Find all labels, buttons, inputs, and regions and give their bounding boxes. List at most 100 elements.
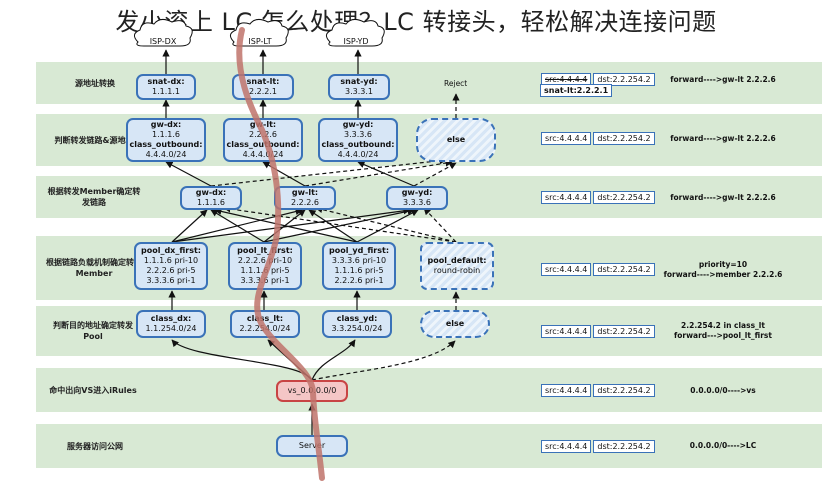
snat-lt-name: snat-lt: <box>246 77 280 86</box>
class-dx-node: class_dx:1.1.254.0/24 <box>136 310 206 338</box>
else-label: else <box>445 319 465 328</box>
dst-text: dst:2.2.254.2 <box>593 73 655 86</box>
band-label-member-select: 根据转发Member确定转发链路 <box>47 187 141 207</box>
pool-dx-name: pool_dx_first: <box>140 246 201 255</box>
band-label-server: 服务器访问公网 <box>67 441 123 451</box>
member-gw-dx-name: gw-dx: <box>195 188 227 197</box>
src-text: src:4.4.4.4 <box>541 440 592 453</box>
rule-member-select: forward---->gw-lt 2.2.2.6 <box>670 193 776 202</box>
vs-label: vs_0.0.0.0/0 <box>287 386 337 395</box>
gw-dx-ip: 1.1.1.6 <box>152 130 180 139</box>
band-server <box>36 424 822 468</box>
pool-yd-l3: 2.2.2.6 pri-1 <box>334 276 384 285</box>
src-text: src:4.4.4.4 <box>541 384 592 397</box>
band-label-vs-irules: 命中出向VS进入iRules <box>49 385 137 395</box>
member-gw-lt-ip: 2.2.2.6 <box>291 198 319 207</box>
gw-yd-name: gw-yd: <box>342 120 374 129</box>
reject-label: Reject <box>444 79 468 88</box>
snat-yd-name: snat-yd: <box>340 77 378 86</box>
rule-server: 0.0.0.0/0---->LC <box>689 441 757 450</box>
rule-gw-select: forward---->gw-lt 2.2.2.6 <box>670 134 776 143</box>
member-gw-yd-name: gw-yd: <box>401 188 433 197</box>
src-text: src:4.4.4.4 <box>541 263 592 276</box>
member-gw-dx-ip: 1.1.1.6 <box>197 198 225 207</box>
snat-lt-overlay-text: snat-lt:2.2.2.1 <box>540 84 613 97</box>
member-gw-lt-node: gw-lt:2.2.2.6 <box>274 186 336 210</box>
pool-dx-l1: 1.1.1.6 pri-10 <box>143 256 199 265</box>
snat-yd-ip: 3.3.3.1 <box>345 87 373 96</box>
else-node-class: else <box>420 310 490 338</box>
class-outbound-name: class_outbound: <box>226 140 300 149</box>
page-title: 发小滚上 LC 怎么处理？LC 转接头，轻松解决连接问题 <box>115 8 717 36</box>
class-dx-name: class_dx: <box>150 314 192 323</box>
class-outbound-ip: 4.4.4.0/24 <box>337 150 379 159</box>
rule-snat: forward---->gw-lt 2.2.2.6 <box>670 75 776 84</box>
pool-dx-l2: 2.2.2.6 pri-5 <box>146 266 196 275</box>
class-lt-ip: 2.2.254.0/24 <box>239 324 291 333</box>
vs-node: vs_0.0.0.0/0 <box>276 380 348 402</box>
class-yd-node: class_yd:3.3.254.0/24 <box>322 310 392 338</box>
pool-dx-l3: 3.3.3.6 pri-1 <box>146 276 196 285</box>
pool-default-name: pool_default: <box>427 256 487 265</box>
dst-text: dst:2.2.254.2 <box>593 191 655 204</box>
class-outbound-name: class_outbound: <box>129 140 203 149</box>
dst-text: dst:2.2.254.2 <box>593 384 655 397</box>
pool-yd-name: pool_yd_first: <box>328 246 390 255</box>
isp-lt-label: ISP-LT <box>248 37 271 46</box>
snat-lt-node: snat-lt:2.2.2.1 <box>232 74 294 100</box>
gw-yd-ip: 3.3.3.6 <box>344 130 372 139</box>
pool-yd-l1: 3.3.3.6 pri-10 <box>331 256 387 265</box>
dst-text: dst:2.2.254.2 <box>593 325 655 338</box>
gw-dx-name: gw-dx: <box>150 120 182 129</box>
class-yd-ip: 3.3.254.0/24 <box>331 324 383 333</box>
dst-text: dst:2.2.254.2 <box>593 263 655 276</box>
band-label-gw-select: 判断转发链路&源地址 <box>54 135 134 145</box>
snat-dx-ip: 1.1.1.1 <box>152 87 180 96</box>
band-vs-irules <box>36 368 822 412</box>
class-outbound-ip: 4.4.4.0/24 <box>242 150 284 159</box>
pool-default-node: pool_default:round-robin <box>420 242 494 290</box>
class-lt-node: class_lt:2.2.254.0/24 <box>230 310 300 338</box>
dst-text: dst:2.2.254.2 <box>593 440 655 453</box>
class-outbound-ip: 4.4.4.0/24 <box>145 150 187 159</box>
member-gw-yd-node: gw-yd:3.3.3.6 <box>386 186 448 210</box>
class-lt-name: class_lt: <box>246 314 284 323</box>
pool-default-method: round-robin <box>433 266 481 275</box>
pool-yd-l2: 1.1.1.6 pri-5 <box>334 266 384 275</box>
src-text: src:4.4.4.4 <box>541 325 592 338</box>
gw-lt-name: gw-lt: <box>249 120 277 129</box>
member-gw-yd-ip: 3.3.3.6 <box>403 198 431 207</box>
else-label: else <box>446 135 466 144</box>
src-text: src:4.4.4.4 <box>541 191 592 204</box>
band-label-pool-balance: 根据链路负载机制确定转发Member <box>46 258 142 278</box>
band-label-snat: 源地址转换 <box>75 78 115 88</box>
server-label: Server <box>298 441 326 450</box>
rule-class-select: 2.2.254.2 in class_lt forward--->pool_lt… <box>673 321 772 340</box>
server-node: Server <box>276 435 348 457</box>
pool-lt-l1: 2.2.2.6 pri-10 <box>237 256 293 265</box>
gw-lt-ip: 2.2.2.6 <box>249 130 277 139</box>
snat-lt-overlay: snat-lt:2.2.2.1 <box>540 84 614 97</box>
rule-pool-balance: priority=10 forward---->member 2.2.2.6 <box>663 260 783 279</box>
snat-yd-node: snat-yd:3.3.3.1 <box>328 74 390 100</box>
dst-text: dst:2.2.254.2 <box>593 132 655 145</box>
snat-dx-name: snat-dx: <box>147 77 185 86</box>
class-dx-ip: 1.1.254.0/24 <box>145 324 197 333</box>
else-node-gw: else <box>416 118 496 162</box>
band-label-class-select: 判断目的地址确定转发Pool <box>53 321 133 341</box>
snat-lt-ip: 2.2.2.1 <box>249 87 277 96</box>
member-gw-dx-node: gw-dx:1.1.1.6 <box>180 186 242 210</box>
